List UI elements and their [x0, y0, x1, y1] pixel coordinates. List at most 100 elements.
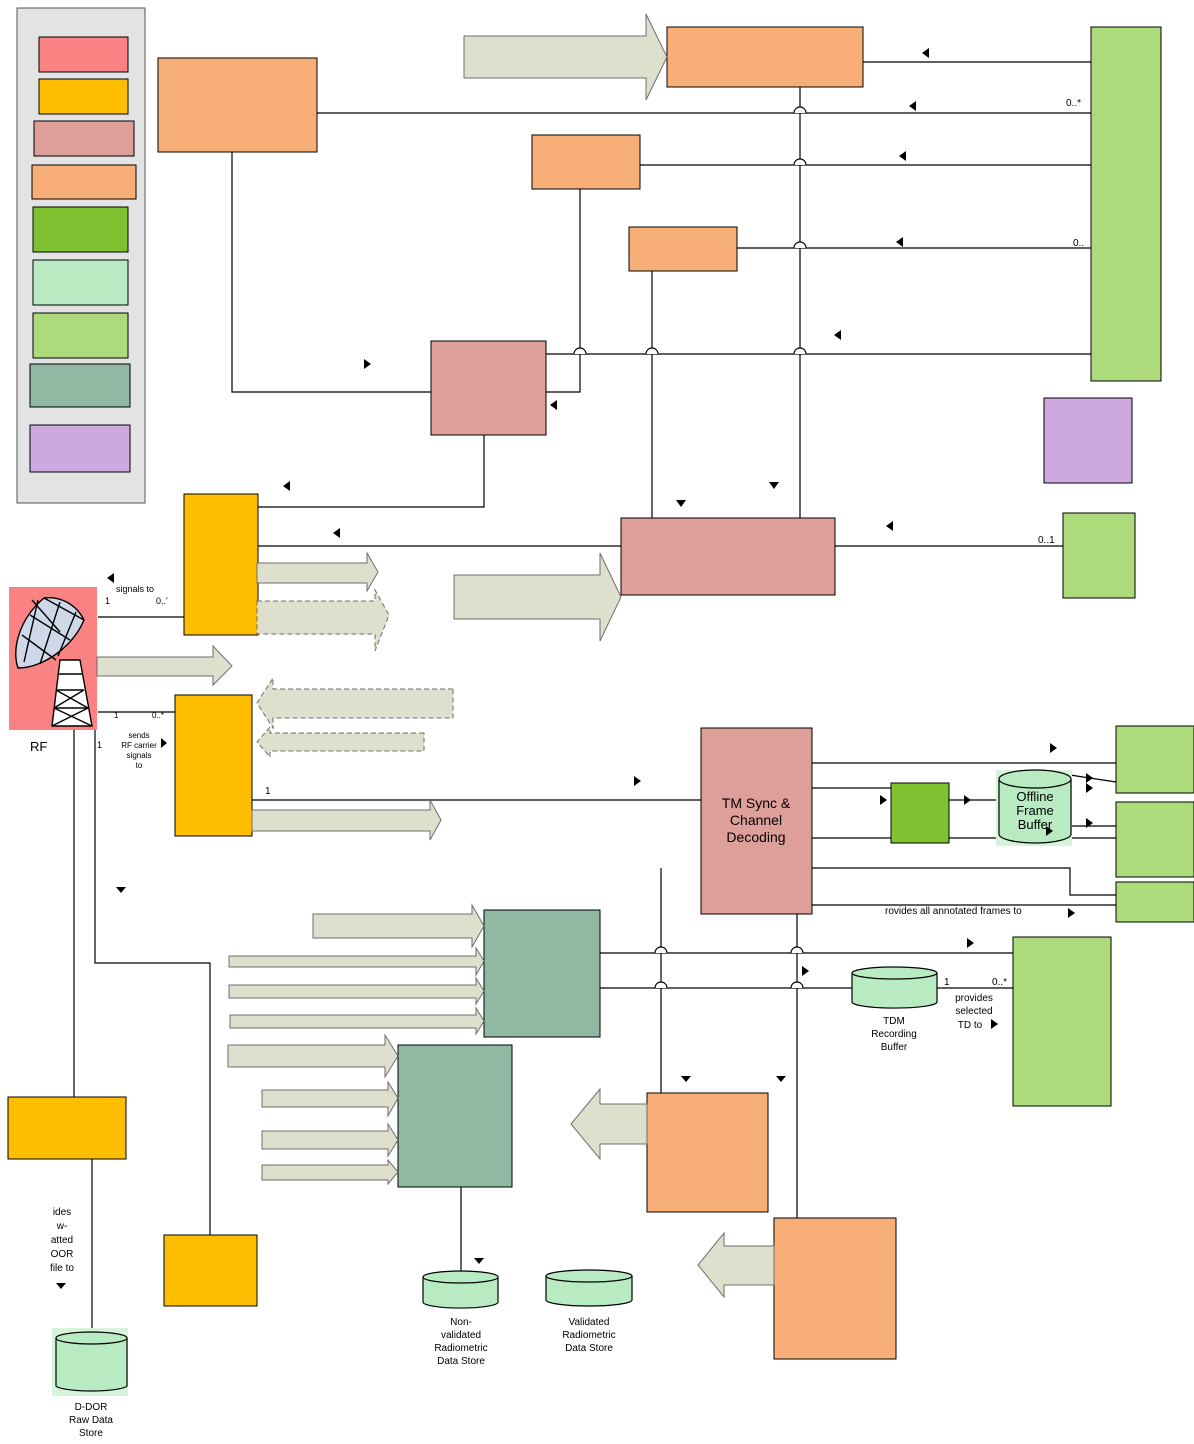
yellow-box-3[interactable] — [7, 1096, 127, 1160]
dir-marker — [676, 500, 686, 507]
mult-0dots: 0.. — [1073, 238, 1084, 249]
sends-line3: signals — [127, 751, 152, 760]
mult-1-d: 1 — [265, 786, 271, 797]
store-body — [998, 779, 1072, 844]
mult-0star-top: 0..* — [1066, 98, 1081, 109]
val-label-line1: Validated — [569, 1317, 610, 1328]
peach-box-top[interactable] — [666, 26, 864, 88]
yellow-box-1[interactable] — [183, 493, 259, 636]
dir-marker — [880, 795, 887, 805]
tm-sync-label-line2: Channel — [730, 812, 782, 828]
provides-selected-line3: TD to — [958, 1020, 983, 1031]
mult-1-b: 1 — [114, 711, 119, 720]
block-arrow-teal-1 — [312, 903, 485, 949]
tm-sync-label-line1: TM Sync & — [722, 795, 791, 811]
block-arrow-top — [463, 13, 668, 101]
dir-marker — [909, 101, 916, 111]
ddor-provides-line5: file to — [50, 1263, 74, 1274]
peach-box-small[interactable] — [628, 226, 738, 272]
block-arrow-lower-left-2 — [697, 1231, 775, 1299]
provides-selected-line2: selected — [955, 1006, 992, 1017]
ddor-raw-data-store[interactable]: D-DOR Raw Data Store — [52, 1328, 128, 1439]
mult-1-a: 1 — [105, 596, 110, 606]
val-body — [545, 1276, 633, 1307]
dir-marker — [116, 887, 126, 893]
block-arrow-rf — [96, 644, 233, 687]
mult-1-c: 1 — [97, 740, 102, 750]
block-arrow-teal-5 — [227, 1033, 399, 1079]
rf-antenna[interactable]: RF — [9, 587, 97, 754]
val-top — [545, 1269, 633, 1283]
green-box-provides[interactable] — [1012, 936, 1112, 1107]
offline-frame-buffer-store[interactable]: Offline Frame Buffer — [996, 769, 1072, 846]
dark-green-box[interactable] — [890, 782, 950, 844]
legend-swatch-red — [38, 36, 129, 73]
mult-0x-a: 0..' — [156, 596, 168, 606]
tdm-recording-buffer-store[interactable]: TDM Recording Buffer — [851, 966, 938, 1053]
direction-markers — [56, 48, 1093, 1289]
peach-box-lower-2[interactable] — [773, 1217, 897, 1360]
peach-box-lower-1[interactable] — [646, 1092, 769, 1213]
peach-box-mid[interactable] — [531, 134, 641, 190]
green-box-r1[interactable] — [1115, 725, 1194, 794]
dir-marker — [886, 521, 893, 531]
dir-marker — [474, 1258, 484, 1264]
block-arrows — [96, 13, 775, 1299]
green-box-right[interactable] — [1062, 512, 1136, 599]
sends-line4: to — [136, 761, 143, 770]
val-label-line3: Data Store — [565, 1343, 613, 1354]
dir-marker — [776, 1076, 786, 1082]
dir-marker — [967, 938, 974, 948]
tdm-body — [851, 973, 938, 1009]
legend-swatch-light-green — [32, 312, 129, 359]
lilac-box[interactable] — [1043, 397, 1133, 484]
yellow-box-4[interactable] — [163, 1234, 258, 1307]
peach-box-large[interactable] — [157, 57, 318, 153]
rose-box-wide[interactable] — [620, 517, 836, 596]
block-arrow-teal-7 — [261, 1122, 399, 1158]
sends-line1: sends — [128, 731, 149, 740]
tm-sync-box[interactable] — [700, 727, 813, 915]
nonval-label-line4: Data Store — [437, 1356, 485, 1367]
dir-marker — [107, 573, 114, 583]
block-arrow-dashed-2 — [256, 676, 454, 730]
sends-line2: RF carrier — [121, 741, 157, 750]
provides-annotated-label: rovides all annotated frames to — [885, 906, 1022, 917]
dir-marker — [161, 738, 167, 748]
block-arrow-teal-3 — [228, 976, 485, 1006]
green-tall-bar[interactable] — [1090, 26, 1162, 382]
dir-marker — [922, 48, 929, 58]
signals-to-label: signals to — [116, 584, 154, 594]
teal-box-2[interactable] — [397, 1044, 513, 1188]
dir-marker — [991, 1019, 998, 1029]
block-arrow-dashed-1 — [256, 588, 390, 652]
dir-marker — [283, 481, 290, 491]
validated-data-store[interactable]: Validated Radiometric Data Store — [545, 1269, 633, 1354]
dir-marker — [1086, 783, 1093, 793]
antenna-icon — [15, 597, 93, 727]
dir-marker — [364, 359, 371, 369]
legend-swatch-peach — [31, 164, 137, 200]
yellow-box-2[interactable] — [174, 694, 253, 837]
green-box-r2[interactable] — [1115, 801, 1194, 878]
block-arrow-teal-6 — [261, 1080, 399, 1118]
legend-swatch-yellow — [38, 78, 129, 115]
green-box-r3[interactable] — [1115, 881, 1194, 923]
tdm-label-line3: Buffer — [881, 1042, 908, 1053]
nonval-top — [422, 1270, 499, 1284]
rose-box-top[interactable] — [430, 340, 547, 436]
dir-marker — [1050, 743, 1057, 753]
teal-box-1[interactable] — [483, 909, 601, 1038]
block-arrow-teal-4 — [229, 1006, 485, 1036]
nonval-label-line3: Radiometric — [434, 1343, 487, 1354]
non-validated-data-store[interactable]: Non- validated Radiometric Data Store — [422, 1270, 499, 1367]
offline-label-line2: Frame — [1016, 803, 1054, 818]
ddor-provides-line3: atted — [51, 1235, 73, 1246]
store-top — [998, 769, 1072, 789]
ddor-label-line1: D-DOR — [75, 1402, 108, 1413]
tdm-top — [851, 966, 938, 980]
nonval-label-line1: Non- — [450, 1317, 472, 1328]
dir-marker — [896, 237, 903, 247]
legend-swatch-rose — [33, 120, 135, 157]
